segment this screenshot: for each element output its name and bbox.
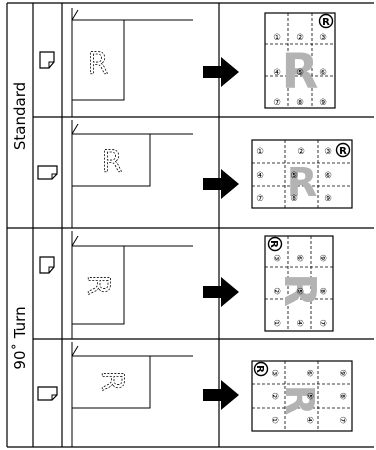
paper-landscape-icon xyxy=(37,165,58,180)
pos-5: ⑤ xyxy=(304,392,314,400)
svg-text:R: R xyxy=(268,240,279,248)
pos-5: ⑤ xyxy=(296,68,304,78)
pos-6: ⑥ xyxy=(319,68,327,78)
group-label-standard: Standard xyxy=(11,82,29,150)
pos-1: ① xyxy=(271,319,281,327)
pos-4: ④ xyxy=(294,319,304,327)
stamp-badge: R xyxy=(318,13,334,29)
pos-8: ⑧ xyxy=(317,287,327,295)
pos-5: ⑤ xyxy=(294,287,304,295)
result-sheet-row-3: R ③ ⑥ ⑨ ② ⑤ ⑧ ① ④ ⑦ R xyxy=(264,235,334,332)
pos-7: ⑦ xyxy=(317,319,327,327)
result-watermark-letter: R xyxy=(276,385,322,416)
result-watermark-letter: R xyxy=(282,44,319,100)
right-arrow-icon xyxy=(203,169,239,199)
pos-9: ⑨ xyxy=(319,98,327,108)
pos-9: ⑨ xyxy=(317,254,327,262)
stamp-badge: R xyxy=(335,142,351,158)
result-watermark-letter: R xyxy=(274,273,325,307)
pos-6: ⑥ xyxy=(304,369,314,377)
result-sheet-row-4: R ③ ⑥ ⑨ ② ⑤ ⑧ ① ④ ⑦ R xyxy=(251,360,353,432)
paper-landscape-icon xyxy=(37,386,58,401)
result-sheet-row-2: R ① ② ③ ④ ⑤ ⑥ ⑦ ⑧ ⑨ R xyxy=(251,139,353,209)
paper-portrait-icon xyxy=(39,256,55,274)
svg-text:R: R xyxy=(322,17,330,28)
pos-2: ② xyxy=(297,147,305,157)
original-letter-row-2: R xyxy=(102,145,123,180)
pos-8: ⑧ xyxy=(337,392,347,400)
pos-6: ⑥ xyxy=(324,171,332,181)
pos-5: ⑤ xyxy=(290,171,298,181)
pos-3: ③ xyxy=(271,254,281,262)
pos-1: ① xyxy=(269,416,279,424)
group-label-90-turn: 90˚ Turn xyxy=(11,306,29,369)
original-letter-row-3: R xyxy=(80,275,115,296)
pos-2: ② xyxy=(271,287,281,295)
pos-2: ② xyxy=(296,33,304,43)
pos-1: ① xyxy=(256,147,264,157)
right-arrow-icon xyxy=(203,380,239,410)
original-glass-row-3 xyxy=(71,231,193,339)
svg-text:R: R xyxy=(254,365,265,373)
original-letter-row-4: R xyxy=(94,371,129,392)
pos-4: ④ xyxy=(273,68,281,78)
pos-2: ② xyxy=(269,392,279,400)
pos-8: ⑧ xyxy=(290,194,298,204)
original-glass-row-1 xyxy=(71,8,193,117)
right-arrow-icon xyxy=(203,57,239,87)
svg-text:R: R xyxy=(339,146,347,157)
original-letter-row-1: R xyxy=(88,47,109,82)
pos-7: ⑦ xyxy=(273,98,281,108)
pos-4: ④ xyxy=(256,171,264,181)
pos-9: ⑨ xyxy=(324,194,332,204)
pos-1: ① xyxy=(273,33,281,43)
pos-7: ⑦ xyxy=(337,416,347,424)
pos-9: ⑨ xyxy=(337,369,347,377)
pos-3: ③ xyxy=(319,33,327,43)
right-arrow-icon xyxy=(203,277,239,307)
result-sheet-row-1: R ① ② ③ ④ ⑤ ⑥ ⑦ ⑧ ⑨ R xyxy=(264,12,336,109)
original-glass-row-4 xyxy=(71,342,193,447)
stamp-badge: R xyxy=(253,361,269,377)
pos-7: ⑦ xyxy=(256,194,264,204)
paper-portrait-icon xyxy=(39,51,55,69)
stamp-badge: R xyxy=(267,236,283,252)
pos-8: ⑧ xyxy=(296,98,304,108)
pos-3: ③ xyxy=(269,369,279,377)
original-glass-row-2 xyxy=(71,120,193,228)
pos-3: ③ xyxy=(324,147,332,157)
pos-6: ⑥ xyxy=(294,254,304,262)
result-watermark-letter: R xyxy=(287,160,318,206)
pos-4: ④ xyxy=(304,416,314,424)
